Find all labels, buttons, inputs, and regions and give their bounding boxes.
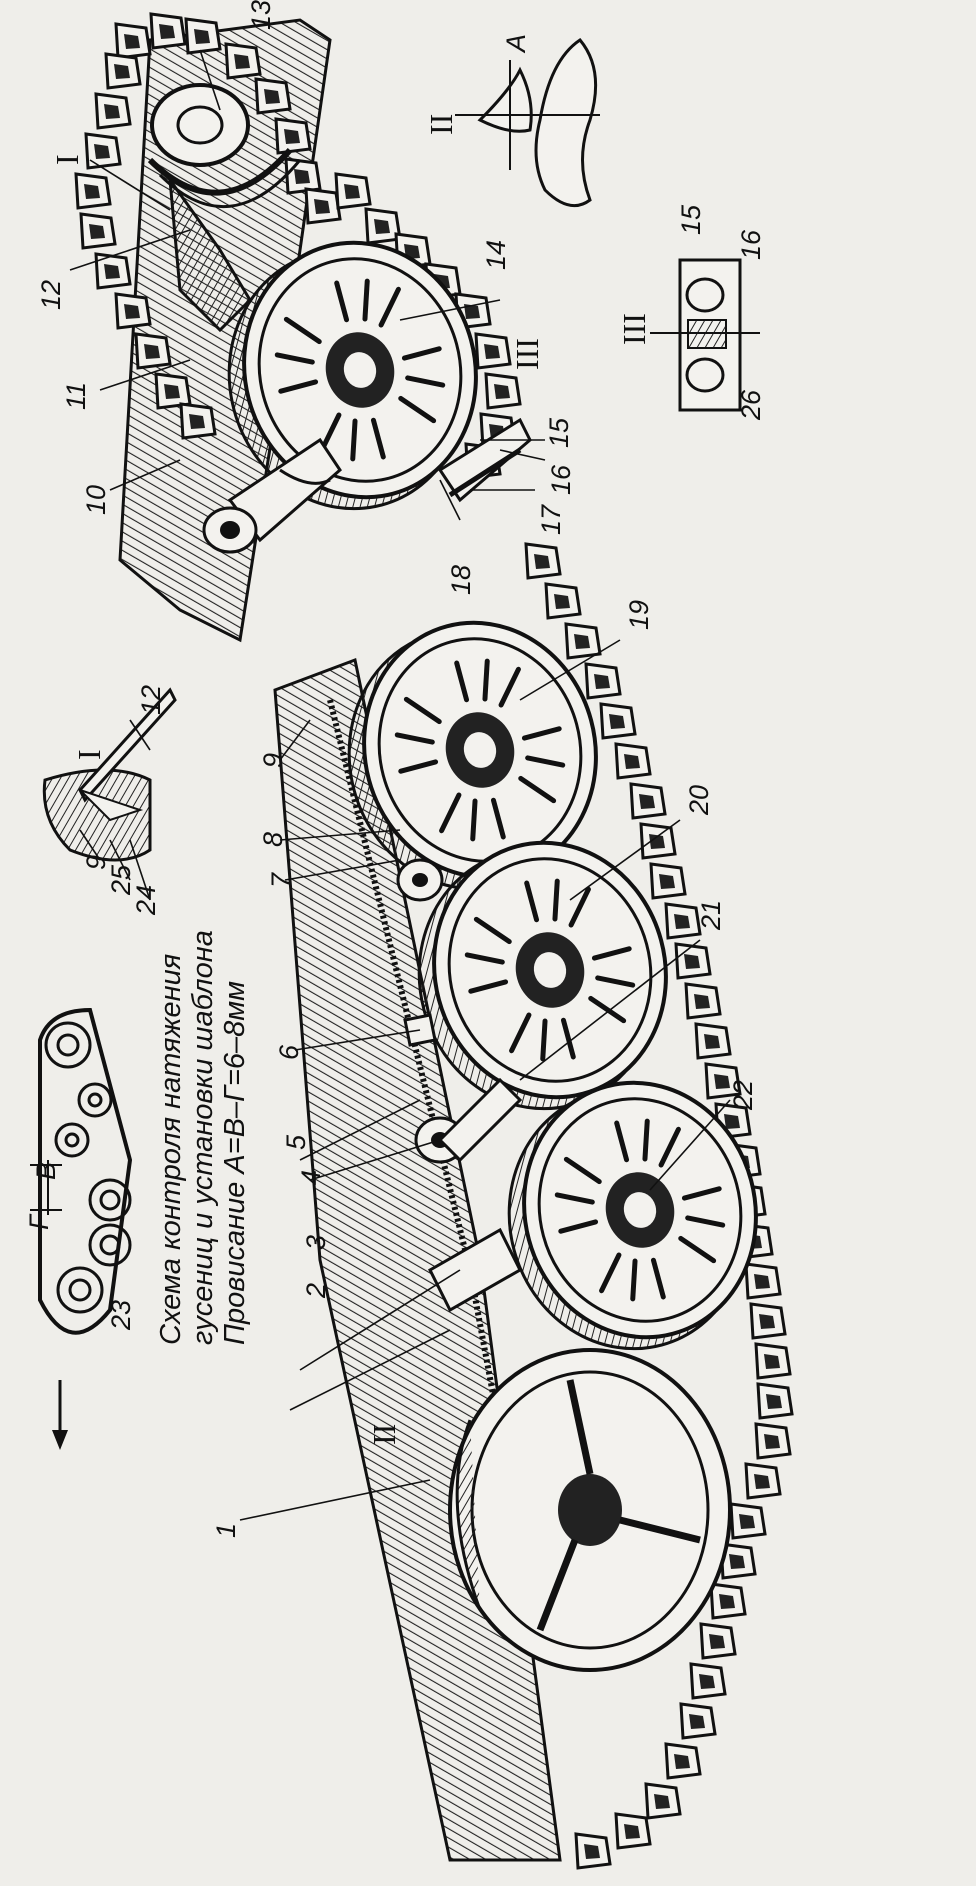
label-2: 2 — [301, 1283, 331, 1299]
letter-V: В — [31, 1162, 61, 1180]
caption-block: Схема контроля натяжения гусениц и устан… — [155, 930, 251, 1345]
roman-III-detail: III — [616, 313, 652, 345]
label-17: 17 — [536, 504, 566, 535]
detail-II-tooth — [455, 38, 600, 208]
label-11: 11 — [61, 382, 91, 410]
road-wheel-rear — [199, 217, 506, 536]
upper-track-assembly — [74, 12, 532, 643]
tension-control-scheme — [30, 1007, 133, 1450]
label-13: 13 — [246, 0, 276, 30]
label-3: 3 — [301, 1235, 331, 1250]
drive-sprocket — [448, 1348, 732, 1672]
lower-track-assembly — [273, 542, 794, 1870]
roman-II-marker: II — [366, 1424, 402, 1445]
label-7: 7 — [266, 872, 296, 888]
label-16-detail: 16 — [736, 229, 766, 260]
label-20: 20 — [684, 785, 714, 816]
label-9-detail: 9 — [81, 855, 111, 870]
label-21: 21 — [696, 900, 726, 931]
part-labels: 1 2 3 4 5 6 7 8 9 10 11 12 13 14 15 16 1… — [24, 0, 766, 1538]
label-23: 23 — [106, 1300, 136, 1331]
label-4: 4 — [296, 1170, 326, 1185]
letter-G: Г — [24, 1213, 54, 1230]
label-22: 22 — [728, 1080, 758, 1111]
label-24: 24 — [131, 885, 161, 916]
label-15: 15 — [544, 417, 574, 448]
label-12-detail: 12 — [136, 685, 166, 715]
label-16: 16 — [546, 464, 576, 495]
detail-I-bracket — [42, 687, 177, 862]
caption-line-3: Провисание А=В–Г=6–8мм — [219, 981, 251, 1345]
suspension-balancers — [396, 858, 523, 1313]
label-9: 9 — [258, 753, 288, 768]
roman-I-detail: I — [71, 749, 107, 760]
label-8: 8 — [258, 832, 288, 847]
roman-III-marker: III — [509, 338, 545, 370]
upper-suspension-arm — [202, 437, 342, 554]
detail-III-pin — [650, 258, 760, 412]
caption-line-1: Схема контроля натяжения — [155, 954, 187, 1345]
label-10: 10 — [81, 485, 111, 515]
label-25: 25 — [106, 864, 136, 896]
label-12: 12 — [36, 280, 66, 310]
leader-lines — [69, 49, 731, 1521]
caption-line-2: гусениц и установки шаблона — [187, 930, 219, 1345]
label-18: 18 — [446, 565, 476, 595]
roman-I-marker: I — [49, 154, 85, 165]
roman-II-detail: II — [423, 114, 459, 135]
label-5: 5 — [281, 1134, 311, 1150]
label-14: 14 — [481, 240, 511, 270]
label-19: 19 — [624, 600, 654, 630]
label-26: 26 — [736, 389, 766, 421]
road-wheel-22 — [479, 1057, 786, 1376]
letter-A: A — [501, 34, 531, 54]
label-15-detail: 15 — [676, 204, 706, 235]
label-1: 1 — [211, 1523, 241, 1538]
label-6: 6 — [274, 1044, 304, 1060]
